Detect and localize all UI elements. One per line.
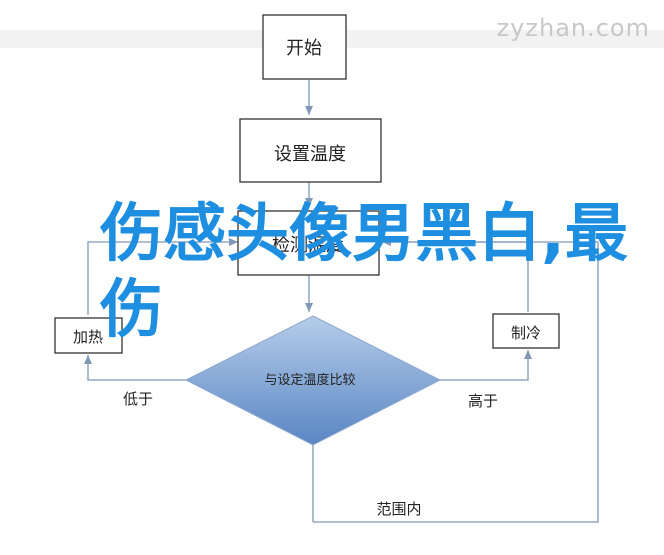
high-label: 高于 — [468, 392, 498, 410]
detect-temp-box — [237, 210, 380, 276]
heat-label: 加热 — [73, 328, 103, 346]
site-watermark: zyzhan.com — [496, 14, 650, 42]
start-label: 开始 — [286, 38, 322, 59]
compare-label: 与设定温度比较 — [264, 372, 355, 388]
arrow-high-to-cool — [438, 350, 532, 381]
set-temp-box — [239, 118, 382, 183]
heat-box — [54, 317, 123, 354]
detect-temp-label: 检测温度 — [272, 235, 344, 256]
range-label: 范围内 — [376, 500, 421, 518]
low-label: 低于 — [123, 390, 153, 408]
compare-diamond — [184, 315, 442, 446]
cool-box — [492, 313, 560, 349]
set-temp-label: 设置温度 — [274, 144, 346, 165]
arrow-range-loop — [313, 241, 599, 523]
overlay-title: 伤感头像男黑白,最伤 — [100, 197, 628, 346]
arrow-heat-up — [87, 238, 238, 315]
arrow-low-to-heat — [84, 355, 190, 381]
start-box — [262, 14, 347, 80]
cool-label: 制冷 — [511, 324, 541, 342]
